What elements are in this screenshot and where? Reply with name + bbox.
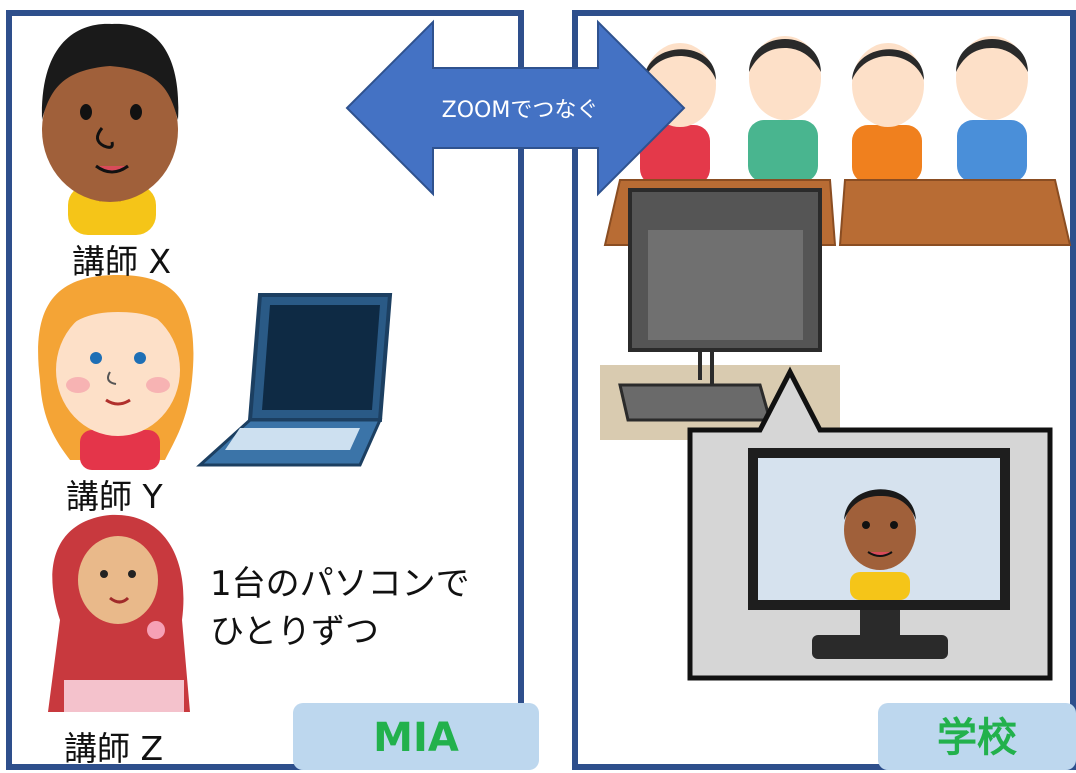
speech-bubble-illustration xyxy=(687,366,1053,681)
arrow-label: ZOOMでつなぐ xyxy=(441,98,599,123)
instructor-z-illustration xyxy=(48,514,190,712)
mia-tag: MIA xyxy=(293,703,539,770)
note-line-1: 1台のパソコンで xyxy=(210,564,470,604)
school-tag: 学校 xyxy=(878,703,1076,770)
note-line-2: ひとりずつ xyxy=(210,612,379,652)
instructor-y-illustration xyxy=(38,275,194,470)
note-text: 1台のパソコンで ひとりずつ xyxy=(210,560,470,656)
zoom-arrow-icon xyxy=(345,19,686,197)
instructor-x-illustration xyxy=(41,23,179,235)
instructor-x-label: 講師 X xyxy=(72,242,172,281)
laptop-illustration xyxy=(196,293,393,467)
instructor-z-label: 講師 Z xyxy=(64,729,164,768)
instructor-y-label: 講師 Y xyxy=(66,477,163,516)
